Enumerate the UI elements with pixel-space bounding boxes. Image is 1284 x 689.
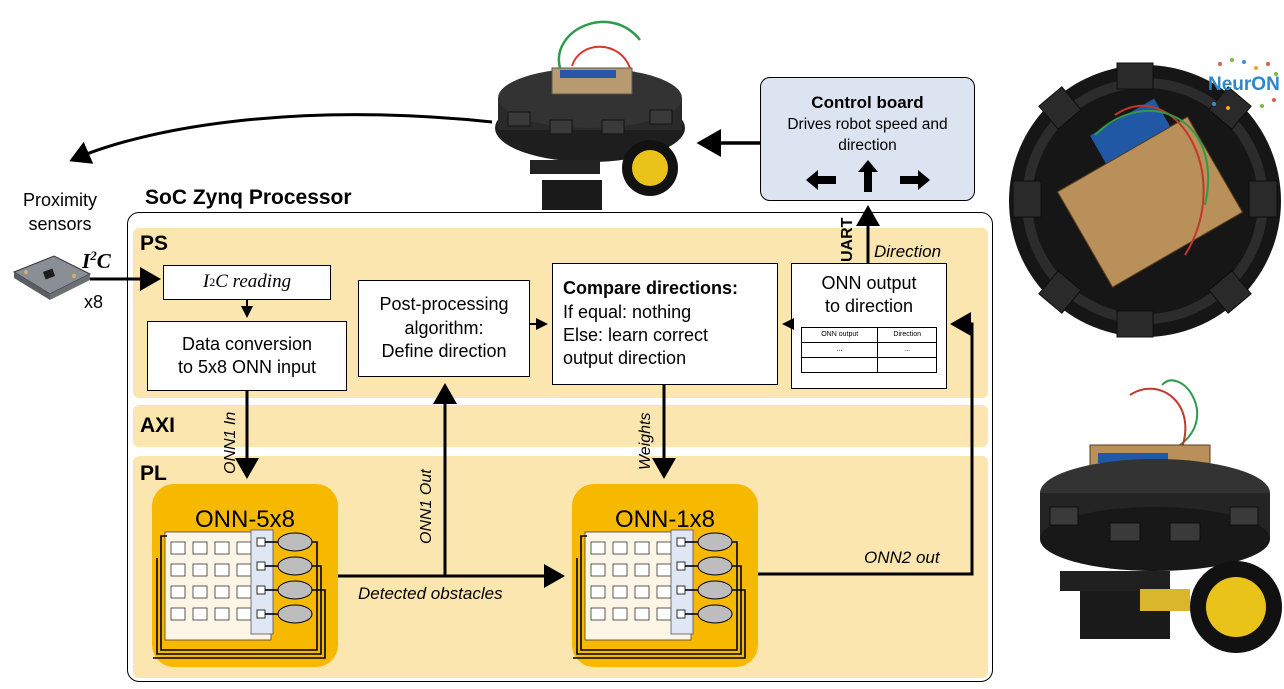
arrow-right-icon <box>900 170 930 190</box>
ps-label: PS <box>140 232 169 255</box>
arrow-left-icon <box>806 170 836 190</box>
control-board-line2: direction <box>838 136 897 154</box>
arrow-up-icon <box>858 160 878 192</box>
onn-1x8-network-diagram <box>573 529 746 659</box>
soc-frame <box>127 212 993 682</box>
neuron-logo: NeurON <box>1208 74 1280 95</box>
post-processing-line3: Define direction <box>381 341 507 362</box>
i2c-protocol-label: I2C <box>82 248 111 274</box>
axi-band <box>133 405 988 447</box>
robot-side-image <box>1040 379 1282 653</box>
direction-table: ONN output Direction ... ... <box>800 326 937 373</box>
sensors-label-line2: sensors <box>28 214 92 235</box>
detected-obstacles-label: Detected obstacles <box>358 584 503 603</box>
compare-line1: If equal: nothing <box>563 301 692 322</box>
direction-table-empty-cell <box>877 356 937 373</box>
compare-directions-box: Compare directions: If equal: nothing El… <box>552 263 778 385</box>
onn-output-line2: to direction <box>824 296 914 317</box>
compare-title: Compare directions: <box>563 278 739 299</box>
direction-label: Direction <box>874 242 942 261</box>
pl-label: PL <box>140 462 167 485</box>
onn1-out-label: ONN1 Out <box>418 469 435 544</box>
i2c-protocol-suffix: C <box>96 249 111 273</box>
uart-label: UART <box>839 217 856 262</box>
data-conversion-line1: Data conversion <box>181 333 313 354</box>
i2c-protocol-exp: 2 <box>90 248 97 263</box>
compare-line3: output direction <box>563 348 687 369</box>
control-board-title: Control board <box>811 93 924 112</box>
data-conversion-line2: to 5x8 ONN input <box>177 357 317 377</box>
robot-top-image <box>495 20 685 210</box>
onn-5x8-network-diagram <box>153 529 326 659</box>
control-board-arrows <box>806 160 930 192</box>
robot-to-sensors-arrow <box>69 113 493 164</box>
post-processing-line1: Post-processing <box>379 294 509 315</box>
data-conversion-box: Data conversion to 5x8 ONN input <box>147 321 347 391</box>
onn-5x8-title: ONN-5x8 <box>194 506 296 533</box>
weights-label: Weights <box>637 412 654 470</box>
onn2-out-label: ONN2 out <box>864 548 940 567</box>
control-board-box: Control board Drives robot speed and dir… <box>760 77 975 201</box>
direction-table-empty-cell <box>800 356 879 373</box>
compare-line2: Else: learn correct <box>563 325 709 345</box>
post-processing-line2: algorithm: <box>404 317 484 338</box>
neuron-logo-icon <box>1212 58 1278 110</box>
onn-output-box: ONN output to direction ONN output Direc… <box>791 263 947 389</box>
sensors-label: Proximity sensors <box>10 188 110 237</box>
processor-title: SoC Zynq Processor <box>145 186 352 209</box>
i2c-protocol-base: I <box>82 249 91 273</box>
robot-overhead-image <box>1009 62 1281 338</box>
onn-1x8-title: ONN-1x8 <box>614 506 716 533</box>
sensors-label-line1: Proximity <box>22 190 97 210</box>
sensor-count: x8 <box>84 292 104 312</box>
onn-output-line1: ONN output <box>821 273 917 293</box>
proximity-sensor-icon <box>12 255 92 300</box>
control-board-line1: Drives robot speed and <box>787 115 948 133</box>
onn2-out-arrow <box>758 312 974 576</box>
axi-label: AXI <box>140 414 176 437</box>
onn1-in-label: ONN1 In <box>222 411 239 474</box>
post-processing-box: Post-processing algorithm: Define direct… <box>358 280 530 377</box>
